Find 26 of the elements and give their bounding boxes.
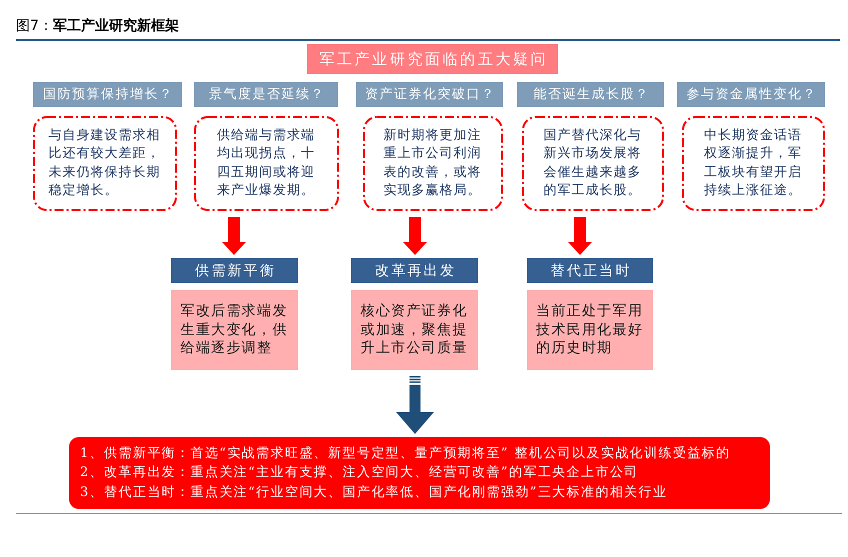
- section-heading-box: 替代正当时: [527, 258, 653, 283]
- dashed-note-box: 国产替代深化与新兴市场发展将会催生越来越多的军工成长股。: [522, 116, 664, 211]
- block-arrow: [396, 376, 434, 434]
- content-box: 核心资产证券化或加速，聚焦提升上市公司质量: [351, 290, 478, 370]
- question-box: 能否诞生成长股？: [517, 82, 664, 107]
- dashed-note-box: 中长期资金话语权逐渐提升，军工板块有望开启持续上涨征途。: [682, 116, 825, 211]
- list-item: 2、改革再出发：重点关注“主业有支撑、注入空间大、经营可改善”的军工央企上市公司: [80, 464, 639, 482]
- summary-panel: [69, 437, 770, 509]
- question-box: 景气度是否延续？: [194, 82, 338, 107]
- dashed-note-box: 新时期将更加注重上市公司利润表的改善，或将实现多赢格局。: [363, 116, 503, 211]
- arrow: [568, 217, 592, 255]
- content-box: 当前正处于军用技术民用化最好的历史时期: [527, 290, 653, 370]
- question-box: 国防预算保持增长？: [33, 82, 182, 107]
- dashed-note-box: 与自身建设需求相比还有较大差距，未来仍将保持长期稳定增长。: [33, 116, 177, 211]
- arrow: [403, 217, 427, 255]
- question-box: 参与资金属性变化？: [677, 82, 825, 107]
- list-item: 3、替代正当时：重点关注“行业空间大、国产化率低、国产化刚需强劲”三大标准的相关行业: [80, 484, 668, 502]
- heading-box: 军工产业研究面临的五大疑问: [307, 44, 558, 74]
- list-item: 1、供需新平衡：首选“实战需求旺盛、新型号定型、量产预期将至” 整机公司以及实战化训练受益标的: [80, 444, 730, 463]
- question-box: 资产证券化突破口？: [356, 82, 503, 107]
- arrow: [222, 217, 246, 255]
- figure-title: 图7：军工产业研究新框架: [16, 17, 179, 35]
- content-box: 军改后需求端发生重大变化，供给端逐步调整: [171, 290, 298, 370]
- section-heading-box: 供需新平衡: [171, 258, 298, 283]
- section-heading-box: 改革再出发: [351, 258, 478, 283]
- dashed-note-box: 供给端与需求端均出现拐点，十四五期间或将迎来产业爆发期。: [194, 116, 339, 211]
